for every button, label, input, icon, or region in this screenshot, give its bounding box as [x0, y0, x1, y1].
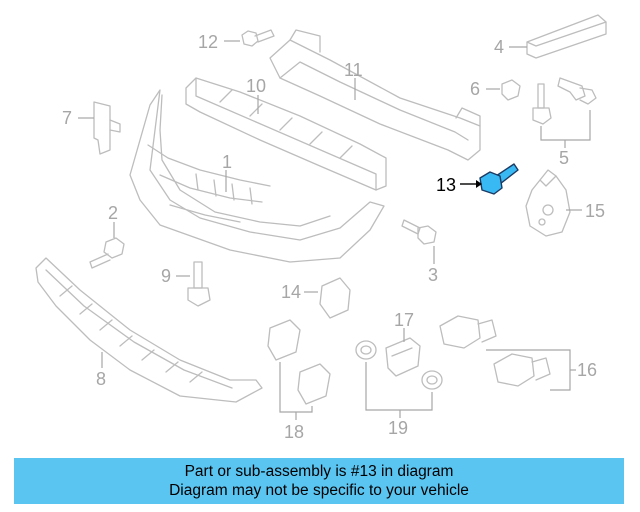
part-18-brackets — [267, 319, 331, 420]
banner-line-2: Diagram may not be specific to your vehi… — [169, 482, 469, 499]
callout-6: 6 — [470, 79, 480, 99]
part-16-sensors — [439, 315, 576, 391]
banner-line-1: Part or sub-assembly is #13 in diagram — [184, 463, 454, 480]
callout-14: 14 — [281, 282, 301, 302]
callout-10: 10 — [246, 76, 266, 96]
part-7-bracket — [78, 101, 121, 155]
callout-4: 4 — [494, 37, 504, 57]
part-19-grommets — [355, 340, 443, 418]
part-9-stud — [176, 261, 211, 307]
callout-11: 11 — [344, 60, 363, 80]
callout-17: 17 — [394, 310, 414, 330]
callout-9: 9 — [161, 266, 171, 286]
part-4-trim-strip — [509, 14, 607, 59]
part-12-bolt — [224, 29, 275, 47]
part-6-clip — [486, 79, 521, 101]
callout-19: 19 — [388, 418, 408, 438]
parts-diagram: 1 2 3 4 5 6 7 8 9 10 11 12 13 14 15 16 1… — [35, 14, 607, 442]
info-banner: Part or sub-assembly is #13 in diagram D… — [14, 458, 624, 504]
part-2-bolt — [89, 222, 125, 269]
callout-13: 13 — [436, 175, 456, 195]
callout-5: 5 — [559, 148, 569, 168]
callout-1: 1 — [222, 152, 232, 172]
callout-7: 7 — [62, 108, 72, 128]
part-11-reinforcement — [269, 29, 481, 161]
part-10-absorber — [185, 77, 387, 191]
callout-2: 2 — [108, 203, 118, 223]
callout-12: 12 — [198, 32, 218, 52]
part-8-grille — [35, 257, 263, 403]
callout-15: 15 — [585, 201, 605, 221]
part-17-bracket — [385, 328, 421, 377]
part-13-bolt-highlighted — [460, 163, 519, 195]
part-15-clip-bag — [525, 169, 582, 237]
part-1-bumper-cover — [129, 89, 385, 263]
callout-8: 8 — [96, 369, 106, 389]
callout-18: 18 — [284, 422, 304, 442]
part-14-cap — [304, 277, 351, 319]
part-3-bolt — [401, 219, 437, 264]
callout-3: 3 — [428, 265, 438, 285]
callout-16: 16 — [577, 360, 597, 380]
part-5-bolts — [532, 77, 597, 148]
